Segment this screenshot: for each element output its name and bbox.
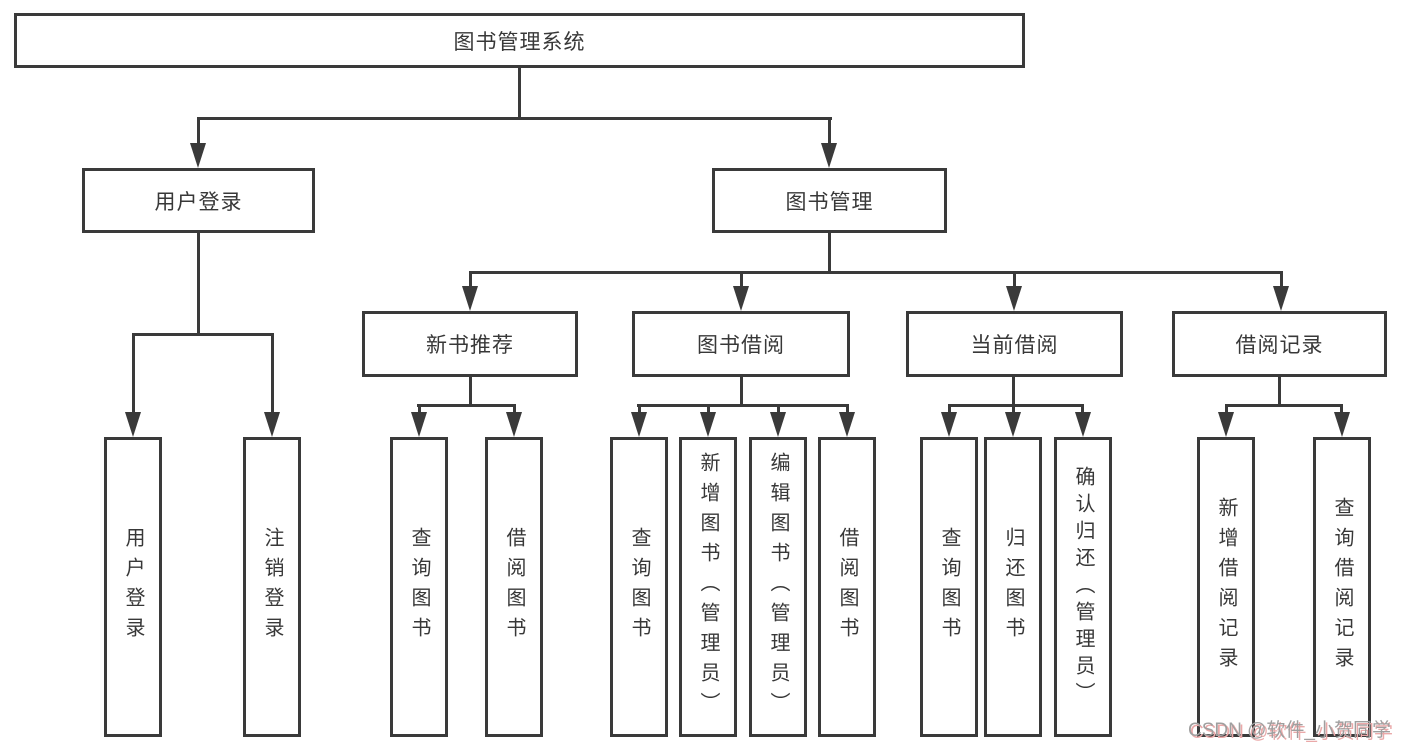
connector-line <box>469 271 472 289</box>
connector-line <box>1225 404 1228 414</box>
node-book-borrow: 图书借阅 <box>632 311 850 377</box>
connector-line <box>469 271 1283 274</box>
arrow-down-icon <box>770 412 786 437</box>
arrow-down-icon <box>1006 286 1022 311</box>
connector-line <box>132 333 135 413</box>
arrow-down-icon <box>700 412 716 437</box>
leaf-bb-add-book-admin: 新增图书（管理员） <box>679 437 737 737</box>
arrow-down-icon <box>264 412 280 437</box>
arrow-down-icon <box>190 143 206 168</box>
leaf-label: 查询图书 <box>408 527 430 647</box>
leaf-label: 确认归还（管理员） <box>1072 465 1094 709</box>
arrow-down-icon <box>125 412 141 437</box>
arrow-down-icon <box>821 143 837 168</box>
node-current-borrow: 当前借阅 <box>906 311 1123 377</box>
leaf-label: 新增图书（管理员） <box>697 452 719 722</box>
arrow-down-icon <box>839 412 855 437</box>
connector-line <box>418 404 421 414</box>
connector-line <box>1012 404 1015 414</box>
connector-line <box>518 66 521 118</box>
leaf-label: 查询借阅记录 <box>1331 497 1353 677</box>
arrow-down-icon <box>462 286 478 311</box>
connector-line <box>1278 376 1281 407</box>
leaf-br-add-record: 新增借阅记录 <box>1197 437 1255 737</box>
connector-line <box>638 404 641 414</box>
leaf-label: 编辑图书（管理员） <box>767 452 789 722</box>
node-label: 借阅记录 <box>1235 334 1324 357</box>
leaf-label: 查询图书 <box>628 527 650 647</box>
arrow-down-icon <box>941 412 957 437</box>
leaf-label: 查询图书 <box>938 527 960 647</box>
node-label: 用户登录 <box>154 190 243 214</box>
connector-line <box>197 117 200 145</box>
leaf-cb-query-book: 查询图书 <box>920 437 978 737</box>
connector-line <box>828 232 831 274</box>
arrow-down-icon <box>506 412 522 437</box>
leaf-cb-confirm-return-admin: 确认归还（管理员） <box>1054 437 1112 737</box>
node-label: 当前借阅 <box>970 334 1059 357</box>
leaf-user-login: 用户登录 <box>104 437 162 737</box>
leaf-label: 借阅图书 <box>503 527 525 647</box>
arrow-down-icon <box>1005 412 1021 437</box>
node-label: 图书管理系统 <box>453 30 586 54</box>
connector-line <box>197 117 832 120</box>
connector-line <box>707 404 710 414</box>
connector-line <box>740 271 743 289</box>
node-borrow-record: 借阅记录 <box>1172 311 1387 377</box>
connector-line <box>948 404 1084 407</box>
node-library-system: 图书管理系统 <box>14 13 1025 68</box>
leaf-bb-edit-book-admin: 编辑图书（管理员） <box>749 437 807 737</box>
connector-line <box>846 404 849 414</box>
connector-line <box>828 117 831 145</box>
connector-line <box>1012 376 1015 407</box>
connector-line <box>271 333 274 413</box>
arrow-down-icon <box>1273 286 1289 311</box>
leaf-nbr-query-book: 查询图书 <box>390 437 448 737</box>
node-user-login: 用户登录 <box>82 168 315 233</box>
connector-line <box>740 376 743 407</box>
connector-line <box>1340 404 1343 414</box>
connector-line <box>513 404 516 414</box>
leaf-label: 新增借阅记录 <box>1215 497 1237 677</box>
arrow-down-icon <box>631 412 647 437</box>
leaf-label: 借阅图书 <box>836 527 858 647</box>
node-label: 新书推荐 <box>426 334 514 357</box>
arrow-down-icon <box>733 286 749 311</box>
node-book-management: 图书管理 <box>712 168 947 233</box>
leaf-label: 注销登录 <box>261 527 283 647</box>
arrow-down-icon <box>1218 412 1234 437</box>
connector-line <box>197 232 200 335</box>
leaf-br-query-record: 查询借阅记录 <box>1313 437 1371 737</box>
arrow-down-icon <box>1334 412 1350 437</box>
connector-line <box>1013 271 1016 289</box>
leaf-bb-borrow-book: 借阅图书 <box>818 437 876 737</box>
connector-line <box>1225 404 1343 407</box>
connector-line <box>637 404 848 407</box>
connector-line <box>132 333 274 336</box>
leaf-logout-login: 注销登录 <box>243 437 301 737</box>
connector-line <box>417 404 515 407</box>
connector-line <box>469 376 472 407</box>
leaf-label: 用户登录 <box>122 527 144 647</box>
leaf-bb-query-book: 查询图书 <box>610 437 668 737</box>
leaf-cb-return-book: 归还图书 <box>984 437 1042 737</box>
node-label: 图书管理 <box>785 190 874 214</box>
leaf-label: 归还图书 <box>1002 527 1024 647</box>
connector-line <box>948 404 951 414</box>
arrow-down-icon <box>1075 412 1091 437</box>
node-label: 图书借阅 <box>697 334 785 357</box>
connector-line <box>1280 271 1283 289</box>
node-new-book-recommend: 新书推荐 <box>362 311 578 377</box>
leaf-nbr-borrow-book: 借阅图书 <box>485 437 543 737</box>
connector-line <box>1081 404 1084 414</box>
arrow-down-icon <box>411 412 427 437</box>
connector-line <box>777 404 780 414</box>
watermark: CSDN @软件_小贺同学 <box>1188 720 1391 741</box>
